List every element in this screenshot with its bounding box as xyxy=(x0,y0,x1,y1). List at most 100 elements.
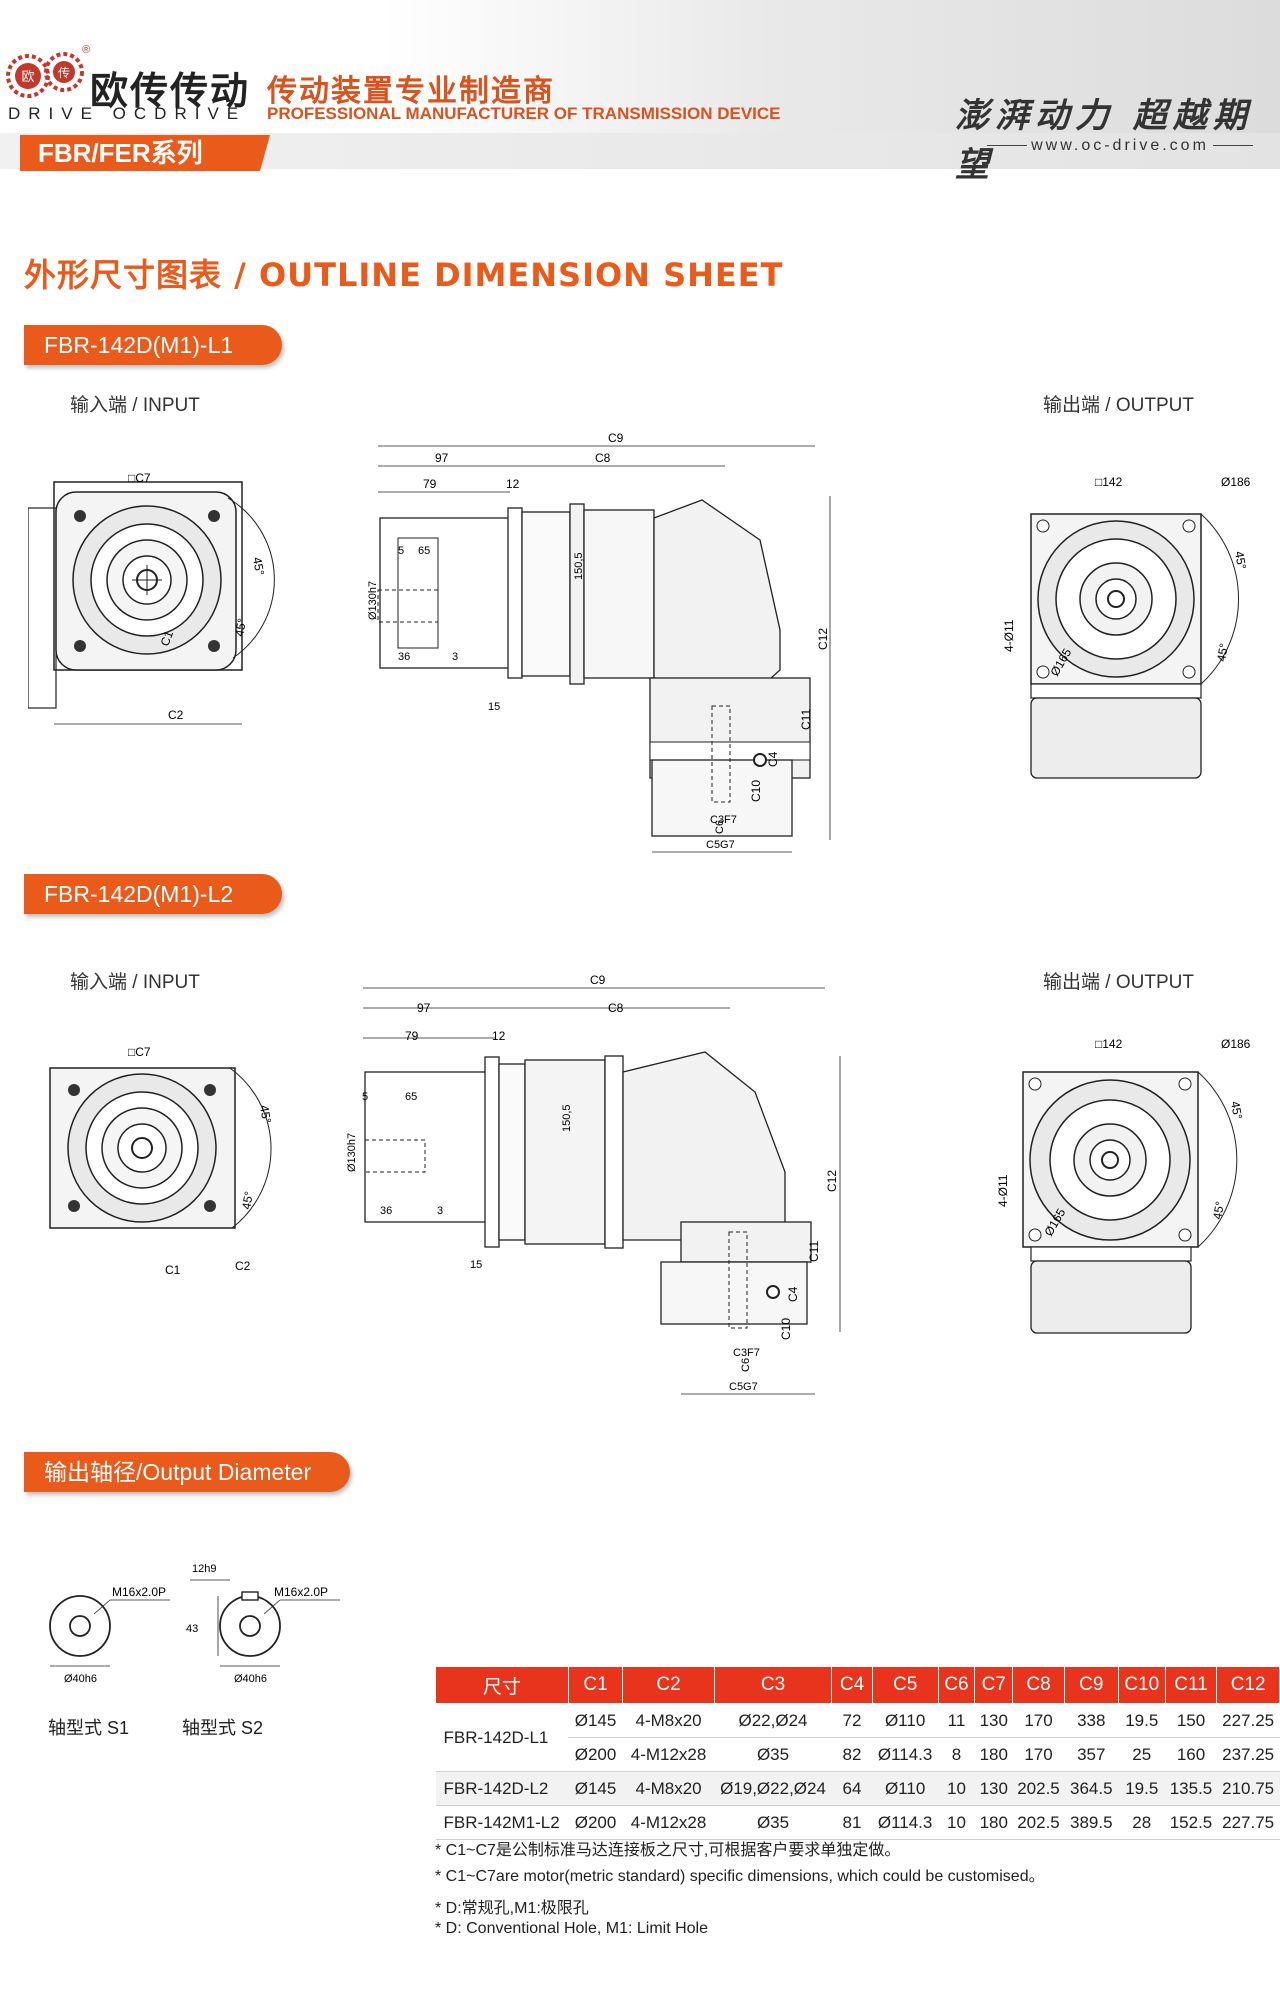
header-background xyxy=(0,0,1280,140)
input-label-l1: 输入端 / INPUT xyxy=(70,395,200,416)
cell-c5: Ø110 xyxy=(872,1703,939,1738)
cell-c6: 10 xyxy=(938,1771,975,1806)
dim-142: □142 xyxy=(1095,475,1123,489)
s2-key-height: 43 xyxy=(186,1623,198,1635)
cell-c8: 170 xyxy=(1012,1737,1065,1772)
cell-c10: 19.5 xyxy=(1118,1771,1166,1806)
cell-c11: 152.5 xyxy=(1165,1805,1217,1840)
cell-c9: 338 xyxy=(1064,1703,1119,1738)
dim-c11-l2: C11 xyxy=(807,1241,821,1262)
output-view-drawing-l2: □142 Ø186 45° 45° 4-Ø11 Ø165 xyxy=(996,1037,1251,1334)
cell-c12: 237.25 xyxy=(1216,1737,1280,1772)
header-cell: C11 xyxy=(1164,1666,1218,1704)
angle-45-out-bottom: 45° xyxy=(1214,642,1231,663)
side-view-drawing-l1: C9 97 C8 79 12 5 65 36 3 Ø130h7 15 150,5… xyxy=(367,431,831,853)
cell-c6: 11 xyxy=(938,1703,975,1738)
cell-c1: Ø200 xyxy=(568,1805,623,1840)
slogan-cn: 传动装置专业制造商 xyxy=(267,74,555,109)
cell-c12: 227.25 xyxy=(1216,1703,1280,1738)
dim-c2: C2 xyxy=(168,708,184,722)
cell-c2: 4-M12x28 xyxy=(622,1805,715,1840)
shaft-type-s2: 轴型式 S2 xyxy=(182,1718,264,1738)
dim-12: 12 xyxy=(506,477,520,491)
cell-c10: 25 xyxy=(1118,1737,1166,1772)
cell-c11: 135.5 xyxy=(1165,1771,1217,1806)
header-cell: C12 xyxy=(1216,1666,1280,1704)
cell-c8: 170 xyxy=(1012,1703,1065,1738)
cell-c9: 364.5 xyxy=(1064,1771,1119,1806)
website-line: www.oc-drive.com xyxy=(970,137,1270,155)
header-cell: C10 xyxy=(1117,1666,1166,1704)
cell-c6: 8 xyxy=(938,1737,975,1772)
page-title: 外形尺寸图表 / OUTLINE DIMENSION SHEET xyxy=(24,256,784,294)
cell-c7: 130 xyxy=(974,1771,1013,1806)
cell-c3: Ø35 xyxy=(714,1737,832,1772)
angle-45-top: 45° xyxy=(250,556,267,577)
cell-c1: Ø145 xyxy=(568,1771,623,1806)
cell-c7: 180 xyxy=(974,1737,1013,1772)
cell-c12: 210.75 xyxy=(1216,1771,1280,1806)
dim-150: 150,5 xyxy=(573,552,585,580)
dim-79-l2: 79 xyxy=(405,1029,419,1043)
dim-c4-l2: C4 xyxy=(786,1286,800,1302)
row-model: FBR-142D-L2 xyxy=(435,1771,569,1806)
dim-c3: C3F7 xyxy=(710,814,737,826)
dim-5: 5 xyxy=(398,545,404,557)
header-cell: C1 xyxy=(567,1666,624,1704)
cell-c9: 357 xyxy=(1064,1737,1119,1772)
dim-130-l2: Ø130h7 xyxy=(346,1133,358,1172)
model-tab-l1: FBR-142D(M1)-L1 xyxy=(24,325,282,365)
header-cell: C4 xyxy=(831,1666,873,1704)
dim-c8-l2: C8 xyxy=(608,1001,624,1015)
logo-char-right: 传 xyxy=(58,65,70,80)
dim-c7: □C7 xyxy=(128,471,151,485)
slogan-en: PROFESSIONAL MANUFACTURER OF TRANSMISSIO… xyxy=(267,104,781,123)
gear-logo-icon: 欧 传 xyxy=(6,52,84,98)
angle-45-out-l2-bottom: 45° xyxy=(1210,1200,1227,1221)
dimension-table: 尺寸 C1 C2 C3 C4 C5 C6 C7 C8 C9 C10 C11 C1… xyxy=(435,1666,1280,1840)
dim-holes-l2: 4-Ø11 xyxy=(996,1174,1010,1207)
dim-c5-l2: C5G7 xyxy=(729,1381,758,1393)
dim-c1: C1 xyxy=(158,629,177,649)
cell-c12: 227.75 xyxy=(1216,1805,1280,1840)
dim-65: 65 xyxy=(418,545,430,557)
cell-c5: Ø114.3 xyxy=(872,1805,939,1840)
side-view-drawing-l2: C9 97 C8 79 12 5 65 36 3 Ø130h7 15 150,5… xyxy=(346,973,841,1395)
logo-char-left: 欧 xyxy=(21,69,34,84)
brand-en: DRIVE OCDRIVE xyxy=(8,104,247,123)
cell-c2: 4-M8x20 xyxy=(622,1771,715,1806)
dim-15-l2: 15 xyxy=(470,1259,482,1271)
table-row: Ø200 4-M12x28 Ø35 82 Ø114.3 8 180 170 35… xyxy=(436,1737,1280,1772)
dim-186-l2: Ø186 xyxy=(1221,1037,1251,1051)
brand-name: 欧传传动 xyxy=(90,69,251,113)
input-view-drawing-l2: □C7 45° 45° C1 C2 xyxy=(49,1045,274,1277)
header-cell: C5 xyxy=(871,1666,939,1704)
cell-c4: 64 xyxy=(831,1771,873,1806)
header-cell: C7 xyxy=(974,1666,1014,1704)
note-3: * D:常规孔,M1:极限孔 xyxy=(435,1900,589,1917)
dim-3-l2: 3 xyxy=(437,1205,443,1217)
cell-c3: Ø35 xyxy=(714,1805,832,1840)
dim-c5: C5G7 xyxy=(706,839,735,851)
registered-mark: ® xyxy=(82,44,91,56)
angle-45-out-top: 45° xyxy=(1232,550,1249,571)
dim-36: 36 xyxy=(398,651,410,663)
cell-c6: 10 xyxy=(938,1805,975,1840)
angle-45-out-l2-top: 45° xyxy=(1228,1100,1245,1121)
dim-c7-l2: □C7 xyxy=(128,1045,151,1059)
dim-97-l2: 97 xyxy=(417,1001,431,1015)
input-label-l2: 输入端 / INPUT xyxy=(70,972,200,993)
shaft-type-s1: 轴型式 S1 xyxy=(48,1718,130,1738)
cell-c1: Ø145 xyxy=(568,1703,623,1738)
cell-c11: 150 xyxy=(1165,1703,1217,1738)
dim-130: Ø130h7 xyxy=(367,581,379,620)
dim-150-l2: 150,5 xyxy=(561,1104,573,1132)
s2-key-width: 12h9 xyxy=(192,1563,216,1575)
note-1: * C1~C7是公制标准马达连接板之尺寸,可根据客户要求单独定做。 xyxy=(435,1842,901,1859)
cell-c5: Ø110 xyxy=(872,1771,939,1806)
website: www.oc-drive.com xyxy=(1031,137,1209,154)
dim-97: 97 xyxy=(435,451,449,465)
dim-c10: C10 xyxy=(749,780,763,802)
header-cell: C6 xyxy=(937,1666,976,1704)
dim-c10-l2: C10 xyxy=(779,1318,793,1340)
